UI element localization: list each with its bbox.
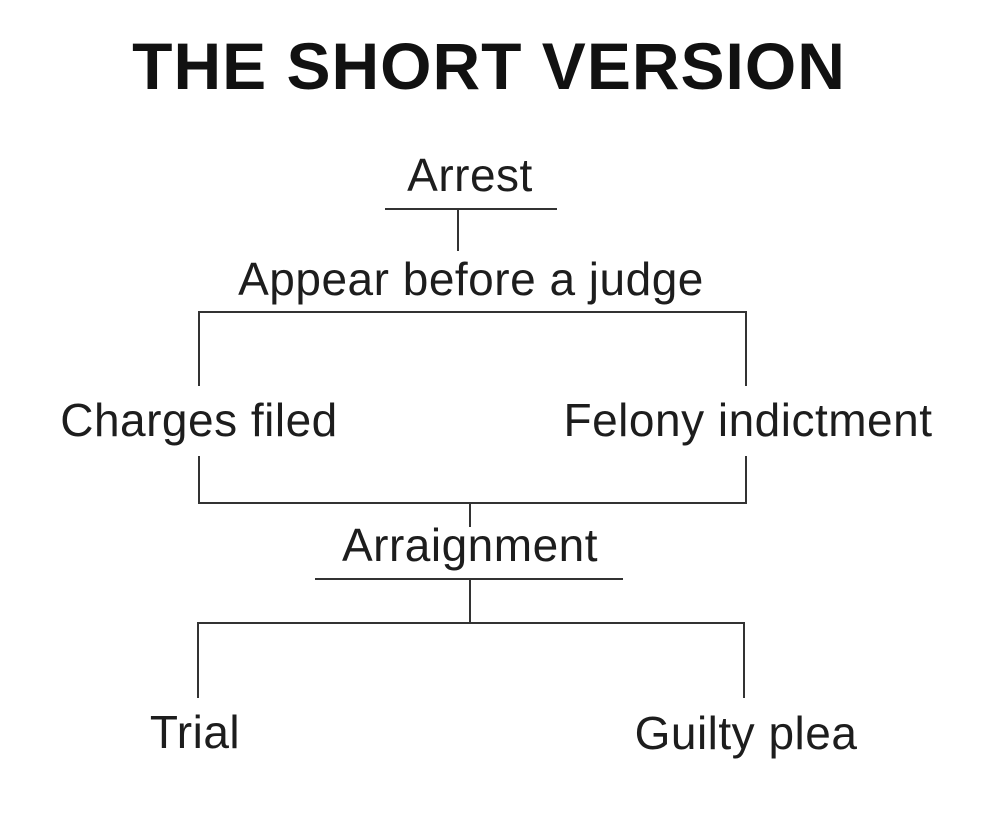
node-trial: Trial bbox=[149, 706, 241, 758]
connector-appear-to-charges bbox=[198, 311, 200, 386]
node-appear-before-judge: Appear before a judge bbox=[238, 253, 704, 305]
node-arraignment: Arraignment bbox=[341, 519, 599, 571]
connector-felony-to-join bbox=[745, 456, 747, 504]
node-guilty-plea: Guilty plea bbox=[634, 707, 858, 759]
node-charges-filed: Charges filed bbox=[60, 394, 338, 446]
node-felony-indictment: Felony indictment bbox=[563, 394, 933, 446]
diagram-title: THE SHORT VERSION bbox=[132, 29, 846, 103]
connector-arrest-underline bbox=[385, 208, 557, 210]
connector-appear-branch-bar bbox=[198, 311, 747, 313]
connector-arraignment-drop bbox=[469, 578, 471, 624]
connector-join-to-arraignment bbox=[469, 502, 471, 527]
connector-join-bar bbox=[198, 502, 747, 504]
node-arrest: Arrest bbox=[407, 149, 533, 201]
connector-arraignment-to-trial bbox=[197, 622, 199, 698]
connector-arraignment-to-guilty bbox=[743, 622, 745, 698]
connector-arraignment-branch-bar bbox=[197, 622, 745, 624]
connector-appear-to-felony bbox=[745, 311, 747, 386]
connector-arrest-to-appear bbox=[457, 208, 459, 251]
connector-charges-to-join bbox=[198, 456, 200, 504]
